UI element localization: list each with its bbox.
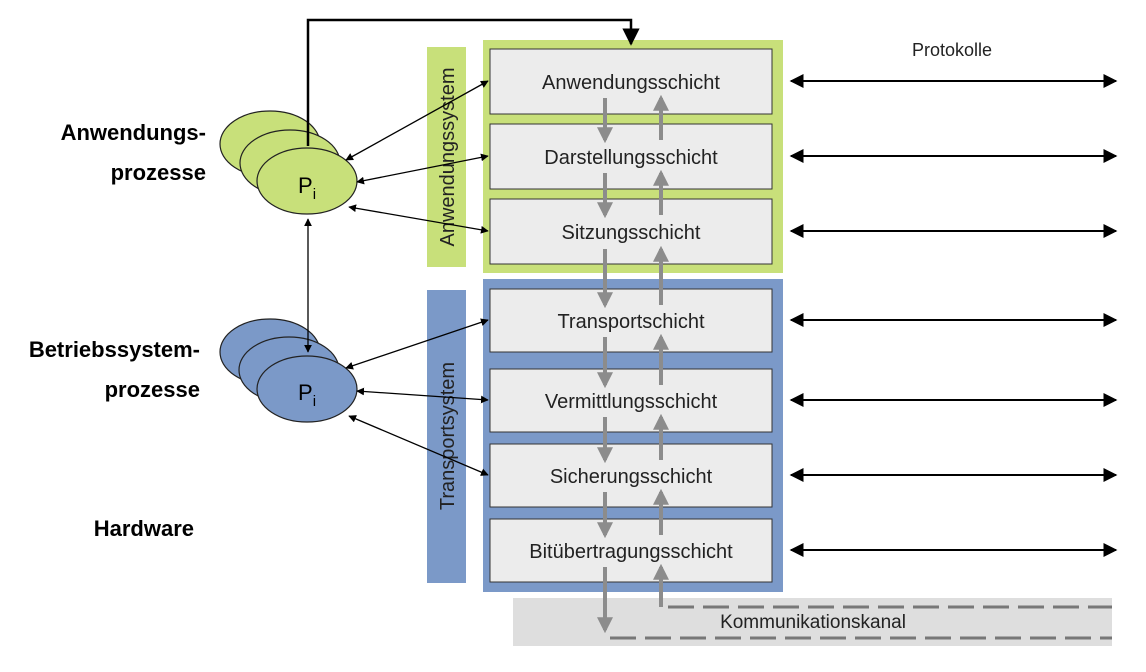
channel-dashed-lines <box>610 605 1112 640</box>
label-betriebssystem: Betriebssystem- <box>29 337 200 362</box>
layer-label-bituebertragung: Bitübertragungsschicht <box>529 541 733 563</box>
protocols-label: Protokolle <box>912 40 992 60</box>
layer-box-bituebertragung <box>489 518 773 583</box>
layer-label-sitzung: Sitzungsschicht <box>562 222 701 244</box>
process-layer-connectors <box>345 80 489 476</box>
stack-arrows <box>597 94 669 634</box>
layer-labels: Anwendungsschicht Darstellungsschicht Si… <box>529 72 733 563</box>
connector-app-3 <box>348 204 489 234</box>
layer-label-sicherung: Sicherungsschicht <box>550 466 713 488</box>
anwendungssystem-label: Anwendungssystem <box>437 68 459 247</box>
connector-os-1 <box>345 318 489 370</box>
label-anwendungs: Anwendungs- <box>61 120 206 145</box>
layer-box-transport <box>489 288 773 353</box>
channel-label: Kommunikationskanal <box>720 612 906 633</box>
label-prozesse-1: prozesse <box>111 160 206 185</box>
layer-box-sitzung <box>489 198 773 265</box>
layer-boxes <box>489 48 773 583</box>
label-hardware: Hardware <box>94 516 194 541</box>
top-feedback-arrow <box>306 18 640 146</box>
connector-app-2 <box>356 153 489 185</box>
layer-label-vermittlung: Vermittlungsschicht <box>545 391 718 413</box>
connector-os-3 <box>348 415 489 476</box>
transportsystem-label: Transportsystem <box>437 362 459 510</box>
layer-label-darstellung: Darstellungsschicht <box>544 147 718 169</box>
layer-box-anwendung <box>489 48 773 115</box>
layer-label-anwendung: Anwendungsschicht <box>542 72 720 94</box>
layer-box-vermittlung <box>489 368 773 433</box>
os-processes: Pi <box>219 318 358 423</box>
connector-os-2 <box>356 387 489 404</box>
app-process-pi: Pi <box>298 173 316 203</box>
layer-box-darstellung <box>489 123 773 190</box>
protocol-arrows <box>789 74 1118 557</box>
side-labels: Anwendungs- prozesse Betriebssystem- pro… <box>29 120 206 541</box>
connector-app-1 <box>345 80 489 161</box>
os-process-pi: Pi <box>298 380 316 410</box>
application-processes: Pi <box>219 110 358 215</box>
layer-label-transport: Transportschicht <box>557 311 705 333</box>
label-prozesse-2: prozesse <box>105 377 200 402</box>
layer-box-sicherung <box>489 443 773 508</box>
